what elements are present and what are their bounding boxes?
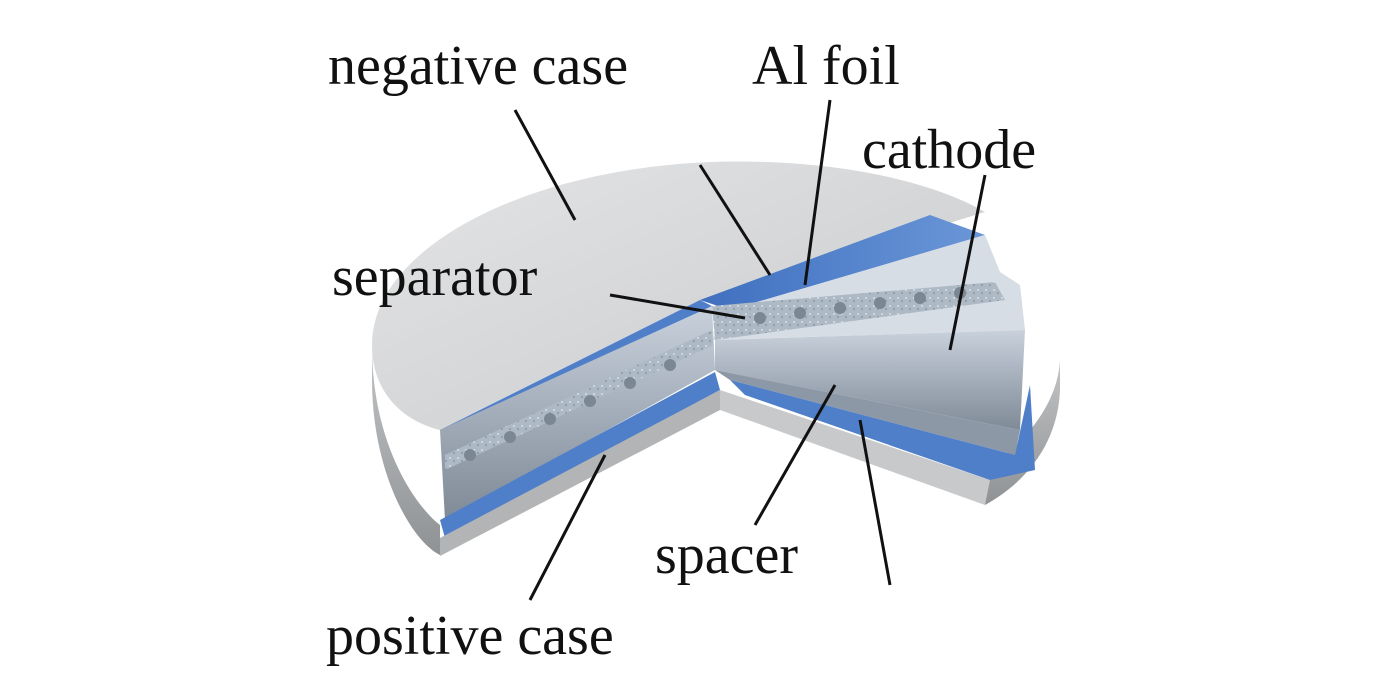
right-blue-layer (730, 380, 1035, 480)
left-case-base (440, 390, 720, 556)
separator-strip (712, 282, 1005, 340)
label-spacer: spacer (655, 524, 798, 586)
leader-negative-case (513, 109, 577, 221)
case-side-wall (372, 345, 440, 555)
label-positive-case: positive case (326, 605, 614, 667)
negative-case-top-face (372, 161, 985, 430)
label-separator: separator (332, 246, 538, 308)
label-cathode: cathode (862, 119, 1036, 181)
leader-cathode (948, 174, 987, 351)
leader-al-foil-2 (803, 99, 832, 286)
leader-blue-layer (858, 419, 892, 586)
left-separator-holes (464, 359, 676, 461)
separator-holes (754, 287, 966, 324)
al-foil-layer (700, 215, 985, 310)
label-negative-case: negative case (328, 35, 628, 97)
leader-positive-case (528, 454, 607, 601)
positive-case-floor (720, 390, 990, 505)
label-al-foil: Al foil (752, 35, 900, 97)
leader-spacer (753, 384, 837, 526)
spacer-layer (715, 370, 1020, 455)
right-cut-face (715, 330, 1025, 430)
leader-al-foil-1 (698, 164, 772, 276)
left-blue-base (440, 372, 720, 538)
leader-separator (609, 293, 746, 320)
left-cut-face (440, 306, 715, 520)
